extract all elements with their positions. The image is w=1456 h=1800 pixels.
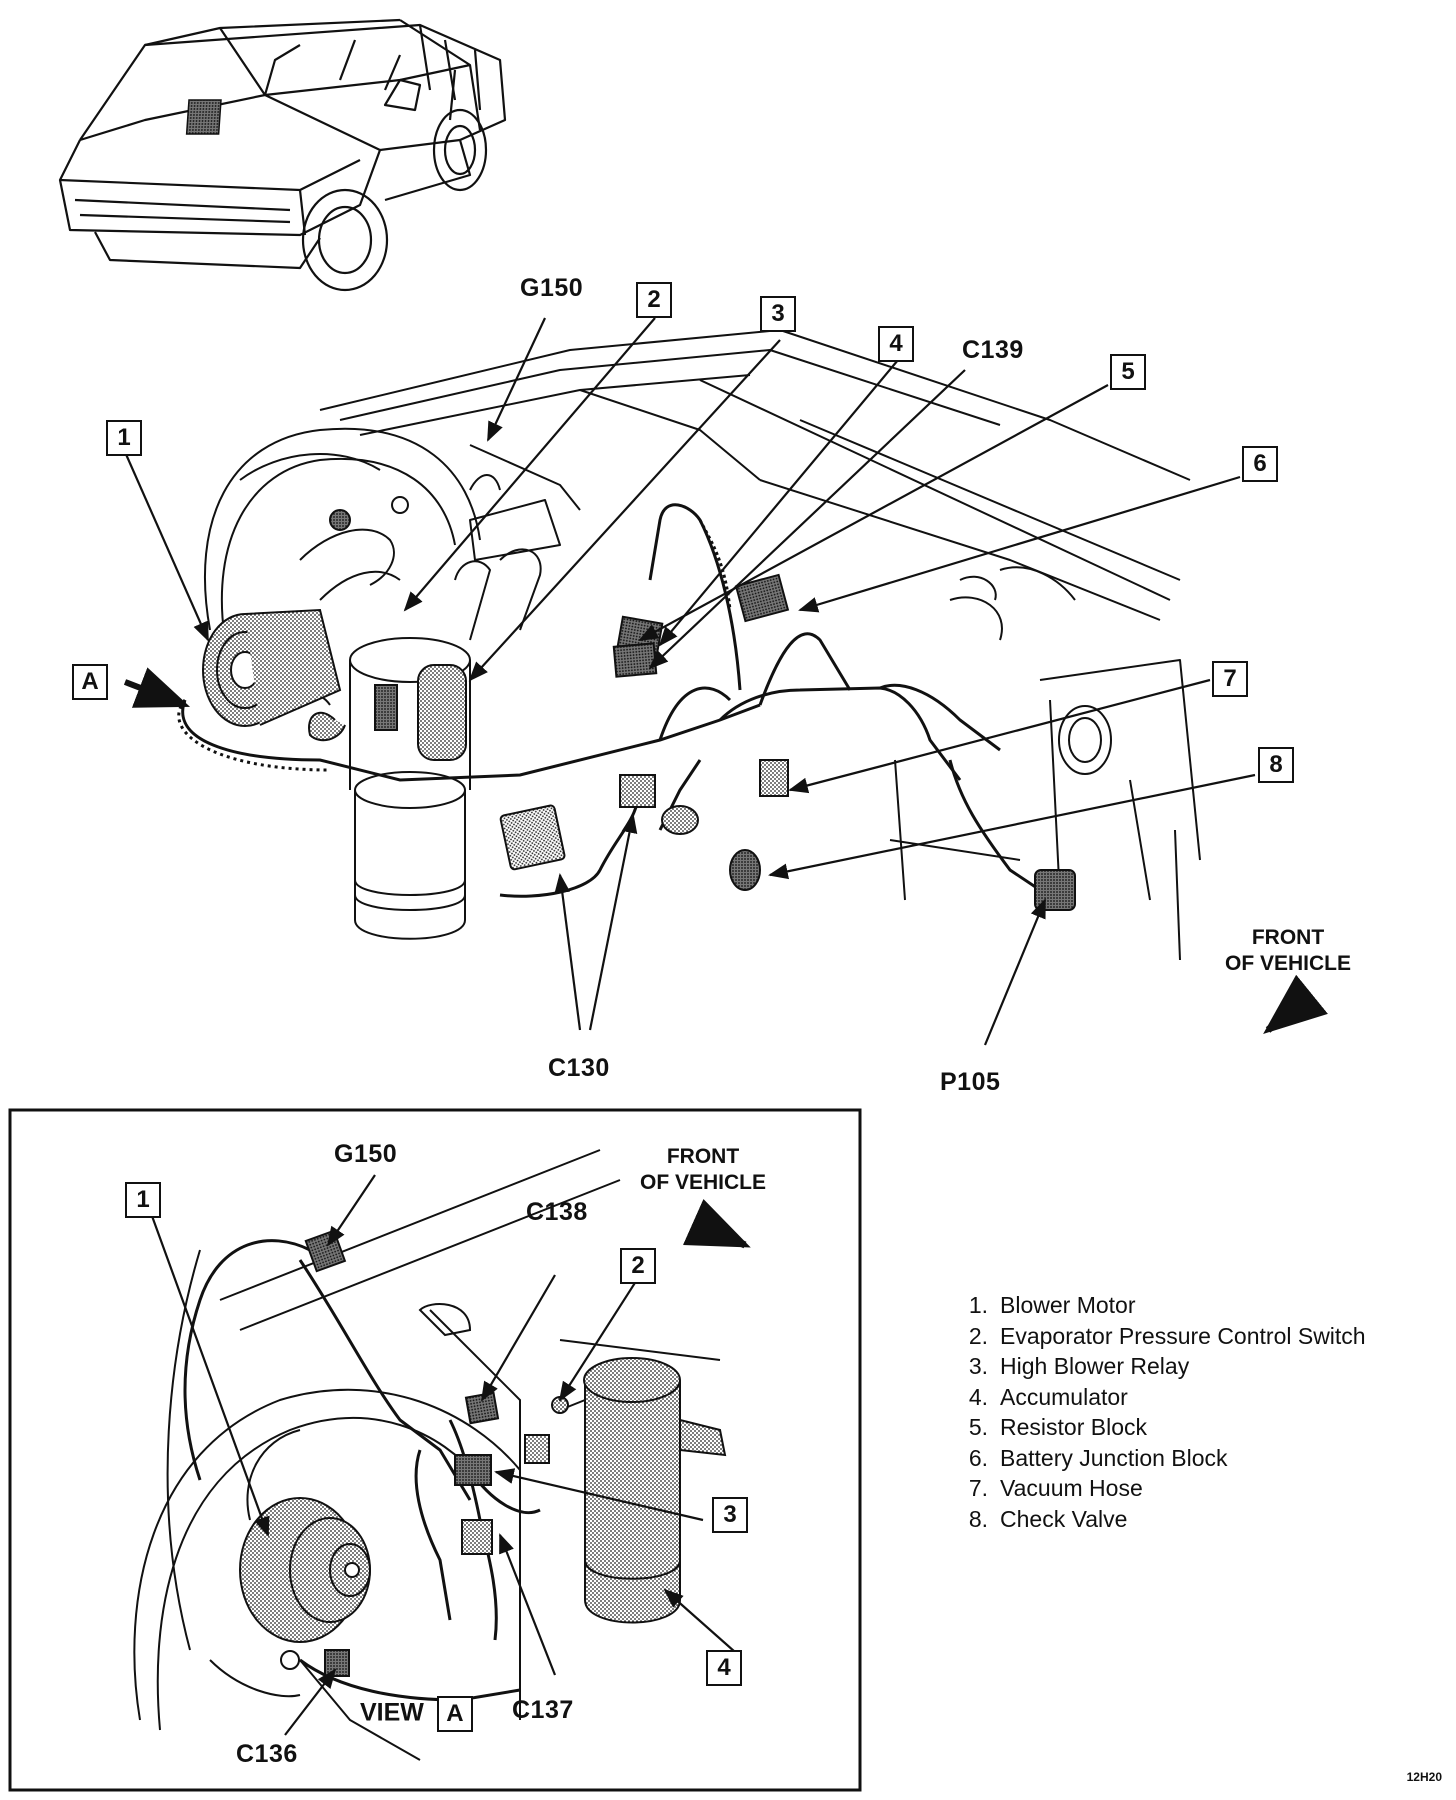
inset-label-c138: C138 xyxy=(526,1198,588,1226)
vehicle-location-marker xyxy=(185,99,222,135)
view-a-marker: A xyxy=(72,664,108,700)
front-of-vehicle-inset: FRONT OF VEHICLE xyxy=(640,1144,766,1196)
legend-text: Battery Junction Block xyxy=(1000,1444,1228,1471)
inset-frame xyxy=(8,1108,862,1792)
label-p105: P105 xyxy=(940,1068,1001,1096)
inset-callout-4: 4 xyxy=(706,1650,742,1686)
inset-front-line1: FRONT xyxy=(666,1145,740,1168)
inset-label-c137: C137 xyxy=(512,1696,574,1724)
front-label-line1: FRONT xyxy=(1251,926,1325,949)
inset-callout-2: 2 xyxy=(620,1248,656,1284)
view-caption-text: VIEW xyxy=(360,1698,424,1727)
view-a-caption: VIEW A xyxy=(360,1696,473,1732)
accumulator xyxy=(308,637,471,940)
callout-3: 3 xyxy=(760,296,796,332)
wiring-harness xyxy=(177,503,1041,898)
callout-7: 7 xyxy=(1212,661,1248,697)
legend-text: Vacuum Hose xyxy=(1000,1475,1143,1501)
inset-callout-1: 1 xyxy=(125,1182,161,1218)
legend-item: 3. High Blower Relay xyxy=(950,1351,1366,1382)
inset-accumulator xyxy=(559,1357,727,1624)
view-caption-box: A xyxy=(436,1696,473,1732)
blower-motor xyxy=(202,608,342,727)
legend-number: 7. xyxy=(968,1475,988,1501)
label-c130: C130 xyxy=(548,1054,610,1082)
legend-text: Check Valve xyxy=(1000,1505,1128,1532)
main-connectors xyxy=(329,474,1076,911)
legend-item: 6. Battery Junction Block xyxy=(950,1443,1366,1474)
inset-callout-3: 3 xyxy=(712,1497,748,1533)
inset-label-g150: G150 xyxy=(334,1140,398,1168)
legend-text: Resistor Block xyxy=(1000,1414,1147,1440)
component-legend: 1. Blower Motor 2. Evaporator Pressure Con… xyxy=(950,1290,1366,1534)
inset-line-art xyxy=(133,1149,721,1761)
inset-blower-motor xyxy=(239,1497,371,1670)
legend-text: Accumulator xyxy=(1000,1383,1128,1410)
front-of-vehicle-main: FRONT OF VEHICLE xyxy=(1225,925,1351,977)
legend-number: 4. xyxy=(968,1383,988,1410)
legend-number: 8. xyxy=(968,1505,988,1532)
label-g150-main: G150 xyxy=(520,274,584,302)
legend-number: 5. xyxy=(968,1414,988,1440)
inset-front-line2: OF VEHICLE xyxy=(640,1171,767,1194)
legend-text: Blower Motor xyxy=(1000,1292,1136,1318)
legend-item: 1. Blower Motor xyxy=(950,1290,1366,1321)
vehicle-illustration xyxy=(58,18,507,292)
callout-6: 6 xyxy=(1242,446,1278,482)
callout-2: 2 xyxy=(636,282,672,318)
legend-number: 2. xyxy=(968,1322,988,1349)
inset-leader-lines xyxy=(150,1174,751,1736)
legend-item: 7. Vacuum Hose xyxy=(950,1473,1366,1504)
legend-item: 8. Check Valve xyxy=(950,1504,1366,1535)
legend-item: 4. Accumulator xyxy=(950,1382,1366,1413)
legend-item: 2. Evaporator Pressure Control Switch xyxy=(950,1321,1366,1352)
main-leader-lines xyxy=(123,317,1328,1046)
legend-text: High Blower Relay xyxy=(1000,1353,1190,1379)
legend-number: 6. xyxy=(968,1444,988,1471)
legend-number: 3. xyxy=(968,1353,988,1379)
legend-item: 5. Resistor Block xyxy=(950,1412,1366,1443)
callout-5: 5 xyxy=(1110,354,1146,390)
label-c139: C139 xyxy=(962,336,1024,364)
legend-text: Evaporator Pressure Control Switch xyxy=(1000,1322,1366,1349)
legend-number: 1. xyxy=(968,1292,988,1318)
front-label-line2: OF VEHICLE xyxy=(1225,952,1352,975)
callout-8: 8 xyxy=(1258,747,1294,783)
callout-1: 1 xyxy=(106,420,142,456)
figure-code: 12H20 xyxy=(1406,1770,1442,1784)
callout-4: 4 xyxy=(878,326,914,362)
inset-label-c136: C136 xyxy=(236,1740,298,1768)
